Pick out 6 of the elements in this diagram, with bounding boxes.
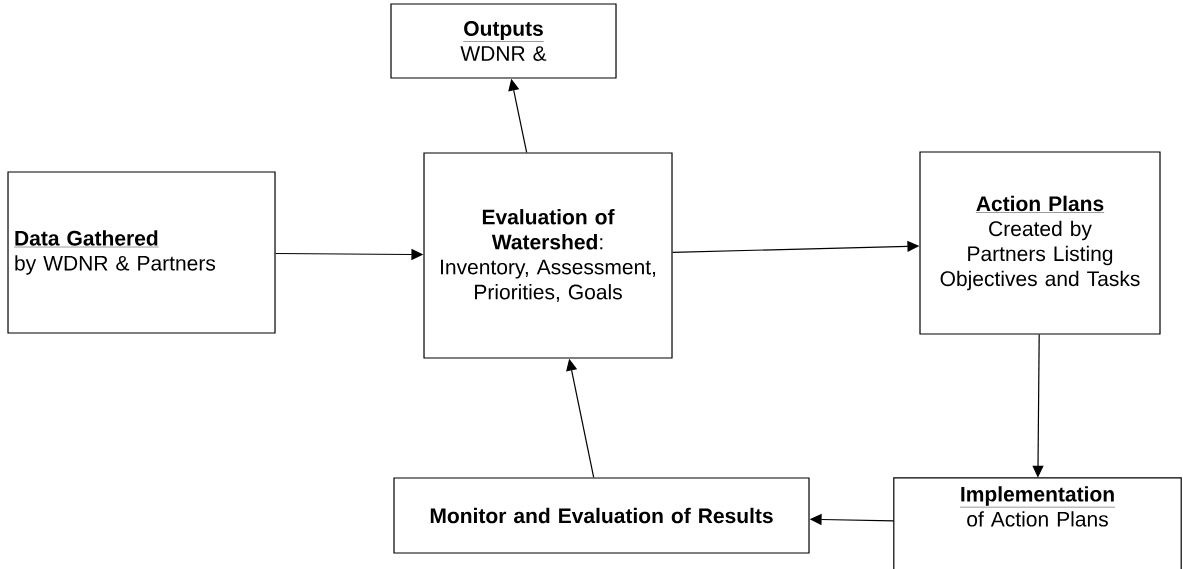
output-box: Outputs WDNR & [390, 3, 617, 79]
data-box: Data Gathered by WDNR & Partners [7, 171, 276, 334]
implementation-box: Implementation of Action Plans [893, 477, 1182, 569]
monitor-box: Monitor and Evaluation of Results [393, 477, 810, 554]
evaluation-box: Evaluation of Watershed: Inventory, Assessment, Priorities, Goals [423, 152, 673, 359]
action-plan-box: Action Plans Created by Partners Listing Objectives and Tasks [919, 151, 1161, 335]
